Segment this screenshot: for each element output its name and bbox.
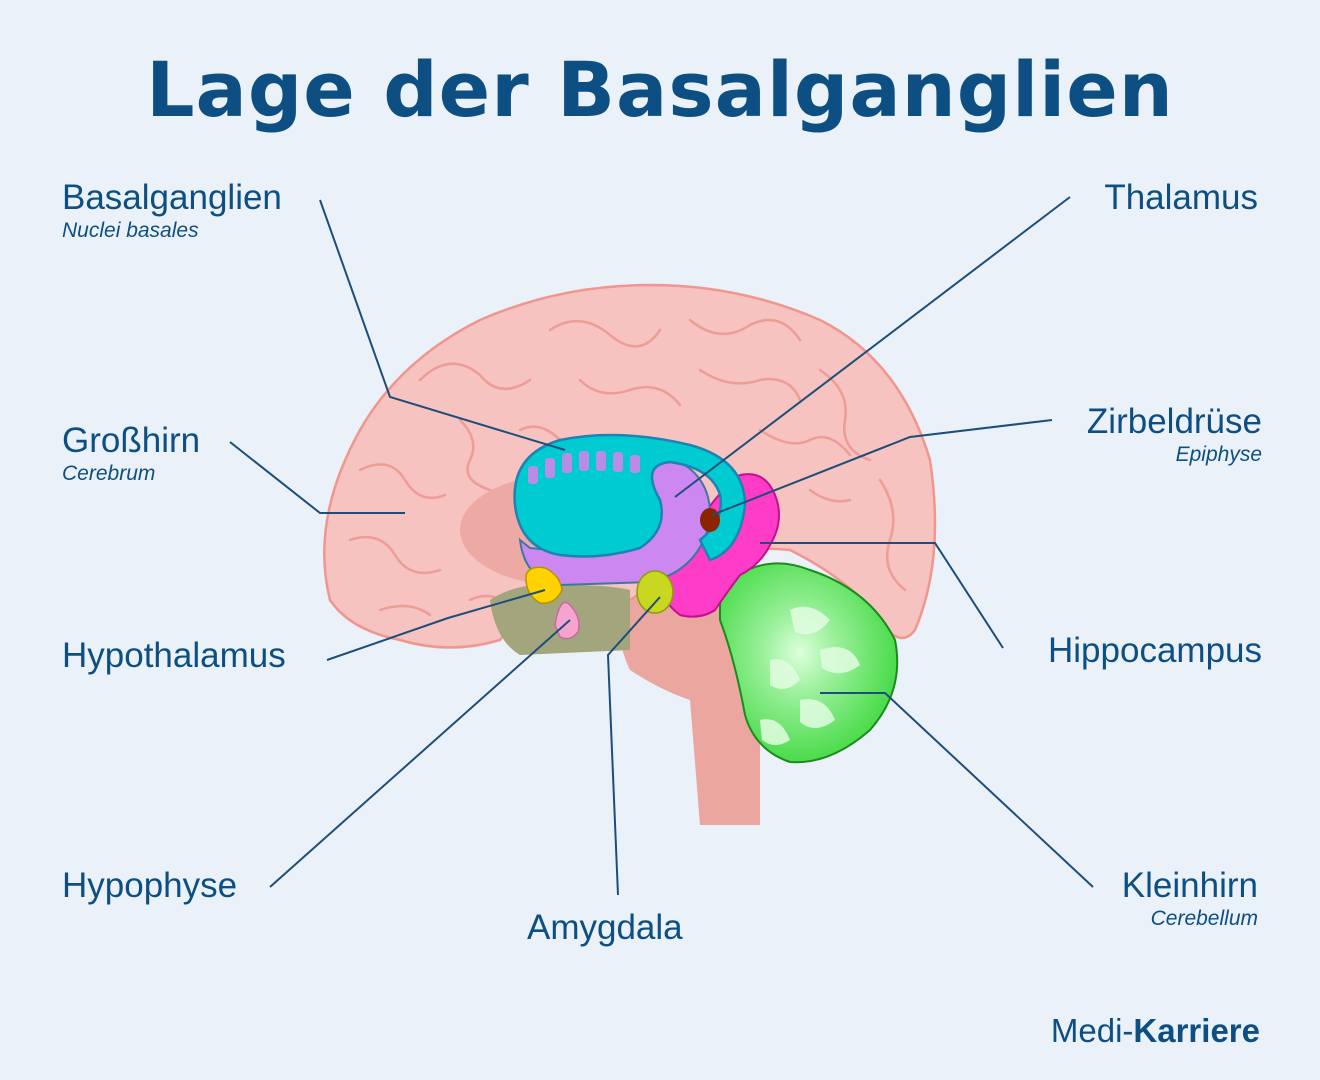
amygdala-shape [636, 570, 674, 614]
gyri-lines [348, 318, 907, 617]
leader-kleinhirn [820, 692, 1094, 888]
cerebellum-arbor [760, 606, 860, 745]
brainstem-shape [619, 587, 760, 825]
leader-zirbeldruese [711, 419, 1053, 516]
leader-lines [229, 196, 1094, 896]
label-grosshirn-main: Großhirn [62, 421, 201, 460]
leader-basalganglien [319, 199, 566, 451]
label-hippocampus: Hippocampus [1048, 631, 1262, 671]
pituitary-shape [554, 601, 580, 640]
label-kleinhirn: Kleinhirn Cerebellum [1122, 866, 1258, 932]
page-title: Lage der Basalganglien [146, 45, 1174, 134]
brand-logo: Medi-Karriere [1051, 1012, 1260, 1050]
leader-thalamus [674, 196, 1071, 498]
leader-hippocampus [760, 542, 1004, 649]
label-amygdala-main: Amygdala [527, 908, 683, 947]
label-zirbeldruese: Zirbeldrüse Epiphyse [1087, 402, 1262, 468]
label-grosshirn-sub: Cerebrum [62, 462, 156, 485]
brand-name: Karriere [1133, 1012, 1260, 1049]
pineal-shape [700, 508, 720, 532]
leader-hypothalamus [326, 589, 546, 661]
leader-grosshirn [229, 441, 405, 514]
label-hypophyse-main: Hypophyse [62, 866, 238, 905]
label-thalamus: Thalamus [1104, 178, 1258, 218]
label-hypothalamus-main: Hypothalamus [62, 636, 286, 675]
hypothalamus-shape [525, 566, 563, 604]
leader-hypophyse [269, 619, 571, 888]
label-grosshirn: Großhirn Cerebrum [62, 421, 200, 487]
label-kleinhirn-main: Kleinhirn [1121, 866, 1258, 905]
basal-ganglia-striations [528, 451, 640, 484]
brand-prefix: Medi- [1050, 1012, 1134, 1049]
leader-amygdala [606, 596, 661, 896]
label-hippocampus-main: Hippocampus [1048, 631, 1262, 670]
label-amygdala: Amygdala [527, 908, 683, 948]
label-zirbeldruese-main: Zirbeldrüse [1086, 402, 1262, 441]
label-hypophyse: Hypophyse [62, 866, 237, 906]
label-basalganglien: Basalganglien Nuclei basales [62, 178, 282, 244]
label-kleinhirn-sub: Cerebellum [1150, 907, 1258, 930]
label-zirbeldruese-sub: Epiphyse [1175, 443, 1262, 466]
basal-ganglia-shape [513, 433, 747, 562]
label-hypothalamus: Hypothalamus [62, 636, 286, 676]
cerebellum-shape [719, 562, 899, 764]
label-thalamus-main: Thalamus [1104, 178, 1258, 217]
label-basalganglien-main: Basalganglien [62, 178, 282, 217]
label-basalganglien-sub: Nuclei basales [62, 219, 199, 242]
